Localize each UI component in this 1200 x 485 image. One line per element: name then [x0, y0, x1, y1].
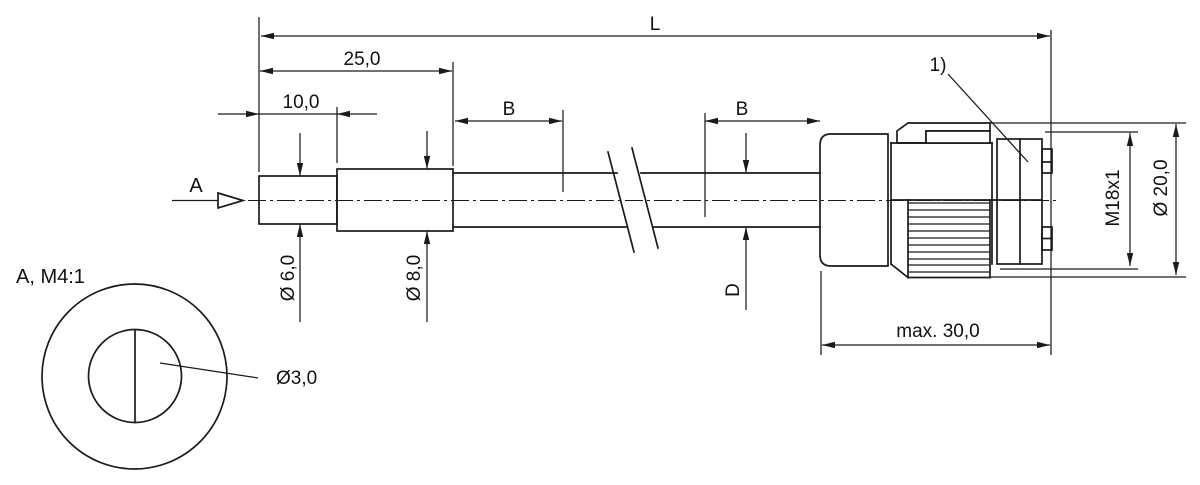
detail-outer-circle	[41, 283, 228, 470]
detail-dia-label: Ø3,0	[276, 368, 317, 389]
dim-L: L	[261, 14, 1050, 40]
dim-10: 10,0	[218, 92, 377, 118]
dim-M18-label: M18x1	[1103, 169, 1124, 226]
detail-title: A, M4:1	[16, 266, 85, 288]
dim-25-label: 25,0	[344, 49, 381, 70]
connector-body	[819, 122, 1053, 279]
flange	[819, 133, 889, 267]
knurl	[908, 202, 990, 273]
dim-dia8: Ø 8,0	[404, 131, 431, 322]
note-1: 1)	[930, 55, 1029, 163]
detail-view: A, M4:1 Ø3,0	[16, 266, 317, 470]
dim-B-right: B	[705, 99, 820, 125]
dim-dia20: Ø 20,0	[1151, 124, 1180, 275]
dim-max-30-label: max. 30,0	[896, 321, 979, 342]
view-label: A	[189, 175, 203, 197]
detail-leader	[159, 362, 259, 379]
dim-B-left: B	[455, 99, 562, 125]
dim-M18: M18x1	[1103, 133, 1134, 266]
dim-D-label: D	[723, 283, 744, 297]
view-arrow-head	[217, 191, 246, 210]
dim-dia20-label: Ø 20,0	[1151, 159, 1172, 216]
dim-25: 25,0	[260, 49, 452, 75]
dim-L-label: L	[650, 14, 661, 35]
dim-D: D	[723, 133, 750, 310]
section-8mm	[336, 168, 454, 232]
note-1-leader	[947, 73, 1029, 163]
view-arrow-A: A	[172, 175, 246, 210]
extension-lines	[258, 17, 1186, 355]
break-line-2	[630, 146, 660, 250]
dim-B-right-label: B	[736, 99, 749, 120]
dim-dia6-label: Ø 6,0	[278, 255, 299, 301]
dim-B-left-label: B	[503, 99, 516, 120]
dim-dia6: Ø 6,0	[278, 133, 304, 322]
cable-gland-band	[925, 130, 991, 144]
dim-max-30: max. 30,0	[822, 321, 1050, 349]
contact-pin-upper	[1041, 148, 1053, 174]
break-line-1	[606, 150, 636, 254]
break-symbol	[606, 146, 660, 254]
probe-shaft	[258, 146, 821, 254]
dim-dia8-label: Ø 8,0	[404, 255, 425, 301]
knurl-chamfer	[889, 262, 910, 279]
dim-10-label: 10,0	[283, 92, 320, 113]
note-1-label: 1)	[930, 55, 947, 76]
